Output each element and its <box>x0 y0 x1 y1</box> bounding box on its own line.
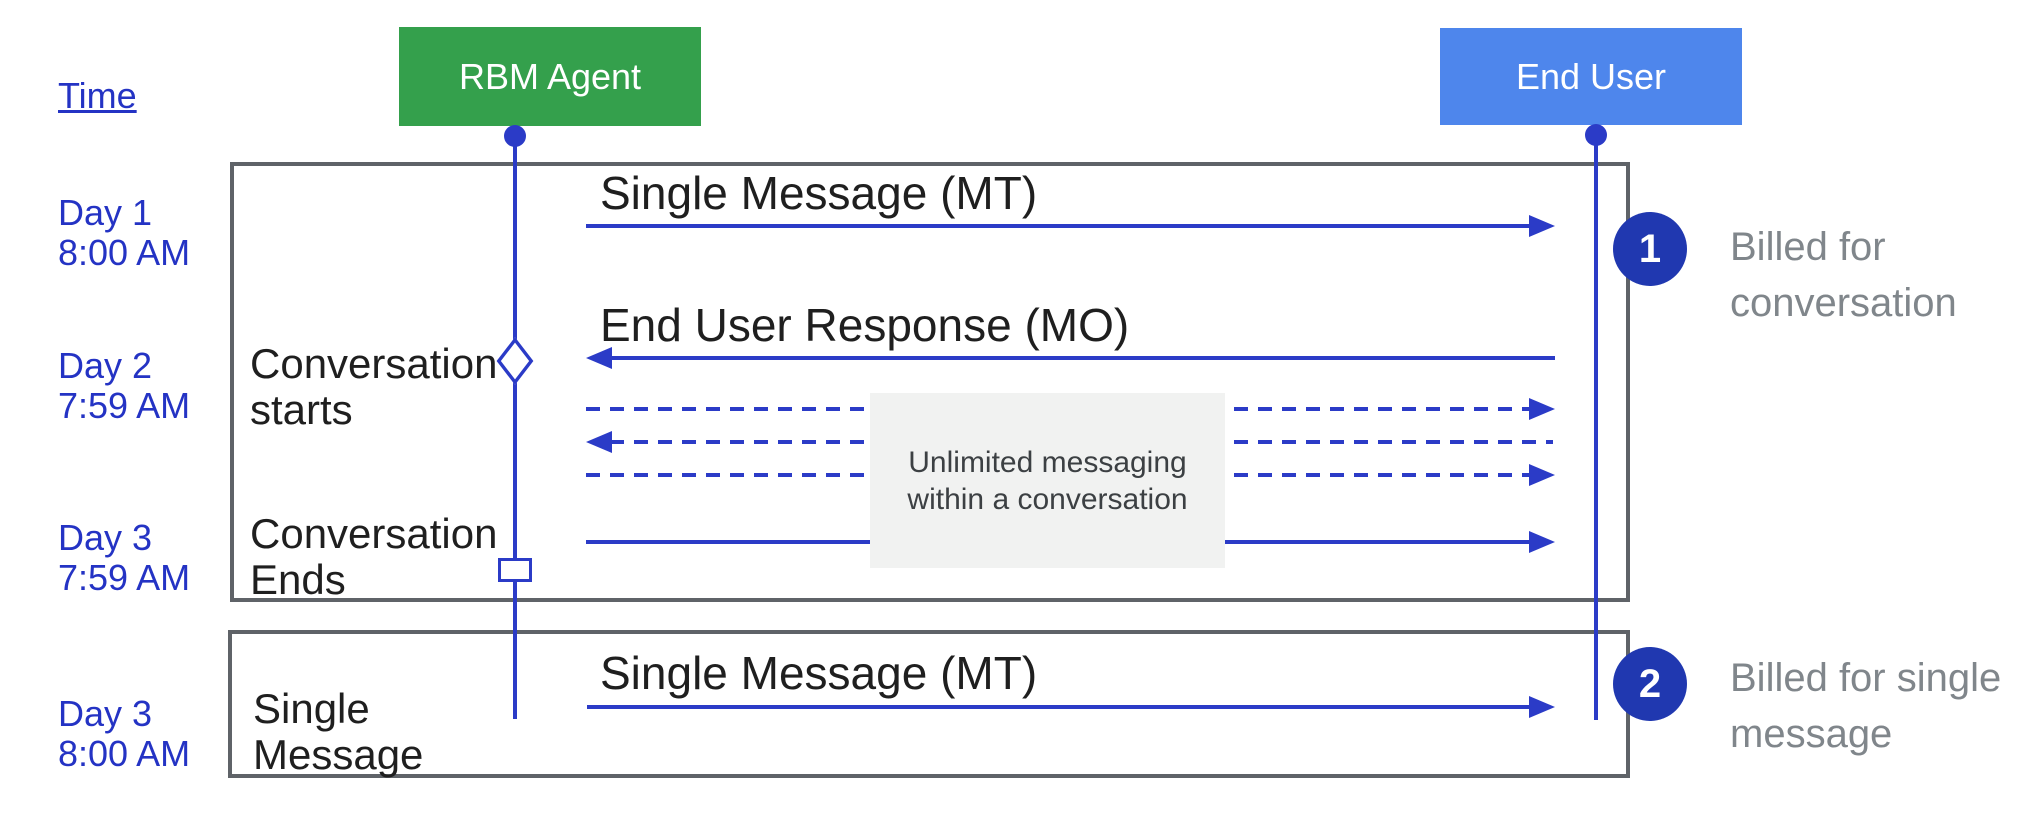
rbm-agent-lifeline-dot <box>504 125 526 147</box>
annotation-billed-for-conversation: Billed for conversation <box>1730 219 1957 331</box>
time-label-day3-759: Day 3 7:59 AM <box>58 518 190 598</box>
time-label-day3-800-line2: 8:00 AM <box>58 733 191 774</box>
conversation-ends-label: Conversation Ends <box>250 511 497 603</box>
message-label-single-message-mt-2: Single Message (MT) <box>600 647 1038 699</box>
message-label-single-message-mt-1: Single Message (MT) <box>600 167 1038 219</box>
rbm-agent-lifeline <box>513 126 517 719</box>
arrow-mt-1-line <box>586 224 1533 228</box>
actor-box-end-user: End User <box>1440 28 1742 125</box>
dashed-arrow-2-left-arrowhead-icon <box>586 431 612 453</box>
conversation-ends-line2: Ends <box>250 556 346 603</box>
conversation-starts-line1: Conversation <box>250 340 498 387</box>
single-message-phase-label: Single Message <box>253 686 423 778</box>
annotation-2-line1: Billed for single <box>1730 656 2002 700</box>
arrow-mo-left-arrowhead-icon <box>586 347 612 369</box>
arrow-mt-2-line <box>587 705 1531 709</box>
time-label-day3-759-line2: 7:59 AM <box>58 557 191 598</box>
conversation-starts-label: Conversation starts <box>250 341 497 433</box>
arrow-final-conversation-right-arrowhead-icon <box>1529 531 1555 553</box>
conversation-billing-box <box>230 162 1630 602</box>
annotation-1-line1: Billed for <box>1730 225 1886 269</box>
time-label-day3-800: Day 3 8:00 AM <box>58 694 190 774</box>
annotation-1-line2: conversation <box>1730 281 1957 325</box>
time-label-day2-line1: Day 2 <box>58 345 153 386</box>
annotation-2-line2: message <box>1730 712 1893 756</box>
message-label-end-user-response-mo: End User Response (MO) <box>600 299 1130 351</box>
unlimited-messaging-note-line1: Unlimited messaging <box>908 445 1187 479</box>
time-label-day2-line2: 7:59 AM <box>58 385 191 426</box>
time-label-day1-line1: Day 1 <box>58 192 153 233</box>
time-label-day2: Day 2 7:59 AM <box>58 346 190 426</box>
time-label-day3-800-line1: Day 3 <box>58 693 153 734</box>
conversation-end-square-marker <box>498 558 532 582</box>
billing-badge-1: 1 <box>1613 212 1687 286</box>
conversation-starts-line2: starts <box>250 386 353 433</box>
end-user-lifeline-dot <box>1585 124 1607 146</box>
actor-box-rbm-agent: RBM Agent <box>399 27 701 126</box>
unlimited-messaging-note-line2: within a conversation <box>907 482 1188 516</box>
dashed-arrow-1-right-arrowhead-icon <box>1529 398 1555 420</box>
conversation-ends-line1: Conversation <box>250 510 498 557</box>
time-axis-label: Time <box>58 75 137 116</box>
time-label-day1-line2: 8:00 AM <box>58 232 191 273</box>
time-label-day3-759-line1: Day 3 <box>58 517 153 558</box>
time-label-day1: Day 1 8:00 AM <box>58 193 190 273</box>
unlimited-messaging-note: Unlimited messaging within a conversatio… <box>870 393 1225 568</box>
arrow-mt-2-right-arrowhead-icon <box>1529 696 1555 718</box>
billing-badge-2: 2 <box>1613 647 1687 721</box>
arrow-mo-line <box>610 356 1555 360</box>
dashed-arrow-3-right-arrowhead-icon <box>1529 464 1555 486</box>
end-user-lifeline <box>1594 125 1598 720</box>
single-message-phase-line1: Single <box>253 685 370 732</box>
arrow-mt-1-right-arrowhead-icon <box>1529 215 1555 237</box>
single-message-phase-line2: Message <box>253 731 424 778</box>
annotation-billed-for-single-message: Billed for single message <box>1730 650 2001 762</box>
